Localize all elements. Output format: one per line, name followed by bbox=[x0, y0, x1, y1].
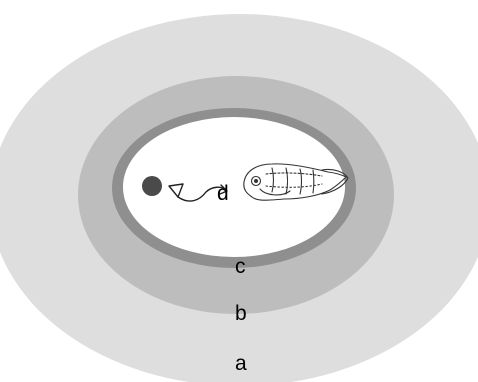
label-b: b bbox=[235, 302, 247, 325]
egg-dot-icon bbox=[142, 176, 162, 196]
hook-arrow-icon bbox=[168, 183, 228, 202]
core-region bbox=[123, 117, 345, 257]
larva-icon bbox=[243, 163, 349, 201]
label-d: d bbox=[217, 182, 229, 205]
label-a: a bbox=[235, 352, 247, 375]
label-c: c bbox=[235, 255, 246, 278]
